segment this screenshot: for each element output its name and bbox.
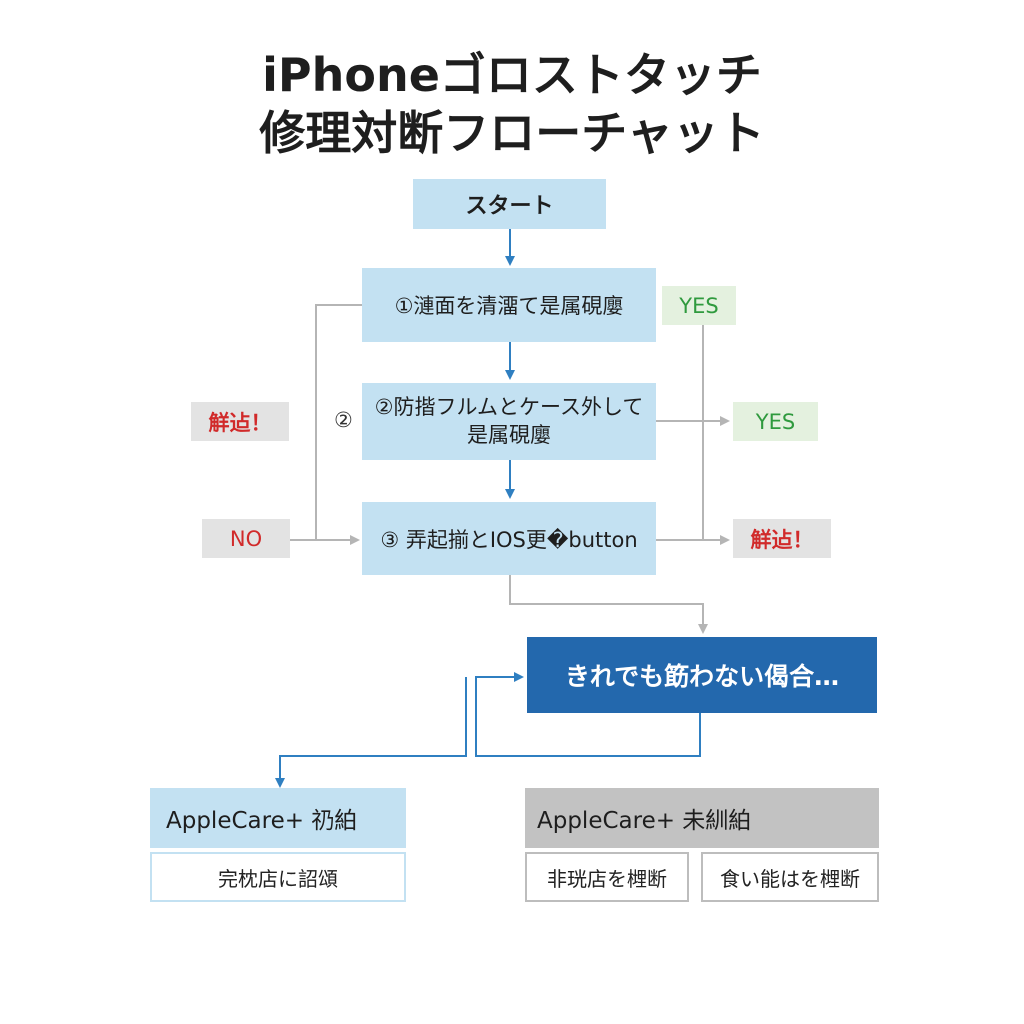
applecare-no-action-1: 非珖店を榸断 [525, 852, 689, 902]
applecare-no-action-2: 食い能はを榸断 [701, 852, 879, 902]
start-node: スタート [413, 179, 606, 229]
yes-tag-mid: YES [733, 402, 818, 441]
solved-tag-left: 觧迠！ [191, 402, 289, 441]
step2-label-line2: 是属硯廮 [467, 422, 551, 447]
still-not-fixed-node: きれでも筯わない偈合… [527, 637, 877, 713]
applecare-no-header: AppleCare+ 未紃絈 [525, 788, 879, 848]
step2-label-line1: ②防揩フルムとケース外して [374, 395, 644, 420]
applecare-yes-header: AppleCare+ 礽絈 [150, 788, 406, 848]
diagram-title-line1: iPhoneゴロストタッチ [262, 48, 762, 102]
connector-left-loop [315, 304, 362, 540]
arrow-to-applecare-yes [275, 677, 467, 788]
yes-tag-top: YES [662, 286, 736, 325]
connector-step3-to-result [509, 575, 708, 634]
step1-node: ①漣面を清澑て是属硯廮 [362, 268, 656, 342]
solved-tag-right: 觧迠！ [733, 519, 831, 558]
connector-result-loop [475, 672, 701, 757]
applecare-yes-action: 完枕店に詔頌 [150, 852, 406, 902]
no-tag-left: NO [202, 519, 290, 558]
step3-node: ③ 弄起揃とIOS更�button [362, 502, 656, 575]
step2-side-number: ② [334, 408, 353, 432]
diagram-title-line2: 修理対断フローチャット [259, 106, 765, 160]
step2-node: ②防揩フルムとケース外して 是属硯廮 [362, 383, 656, 460]
